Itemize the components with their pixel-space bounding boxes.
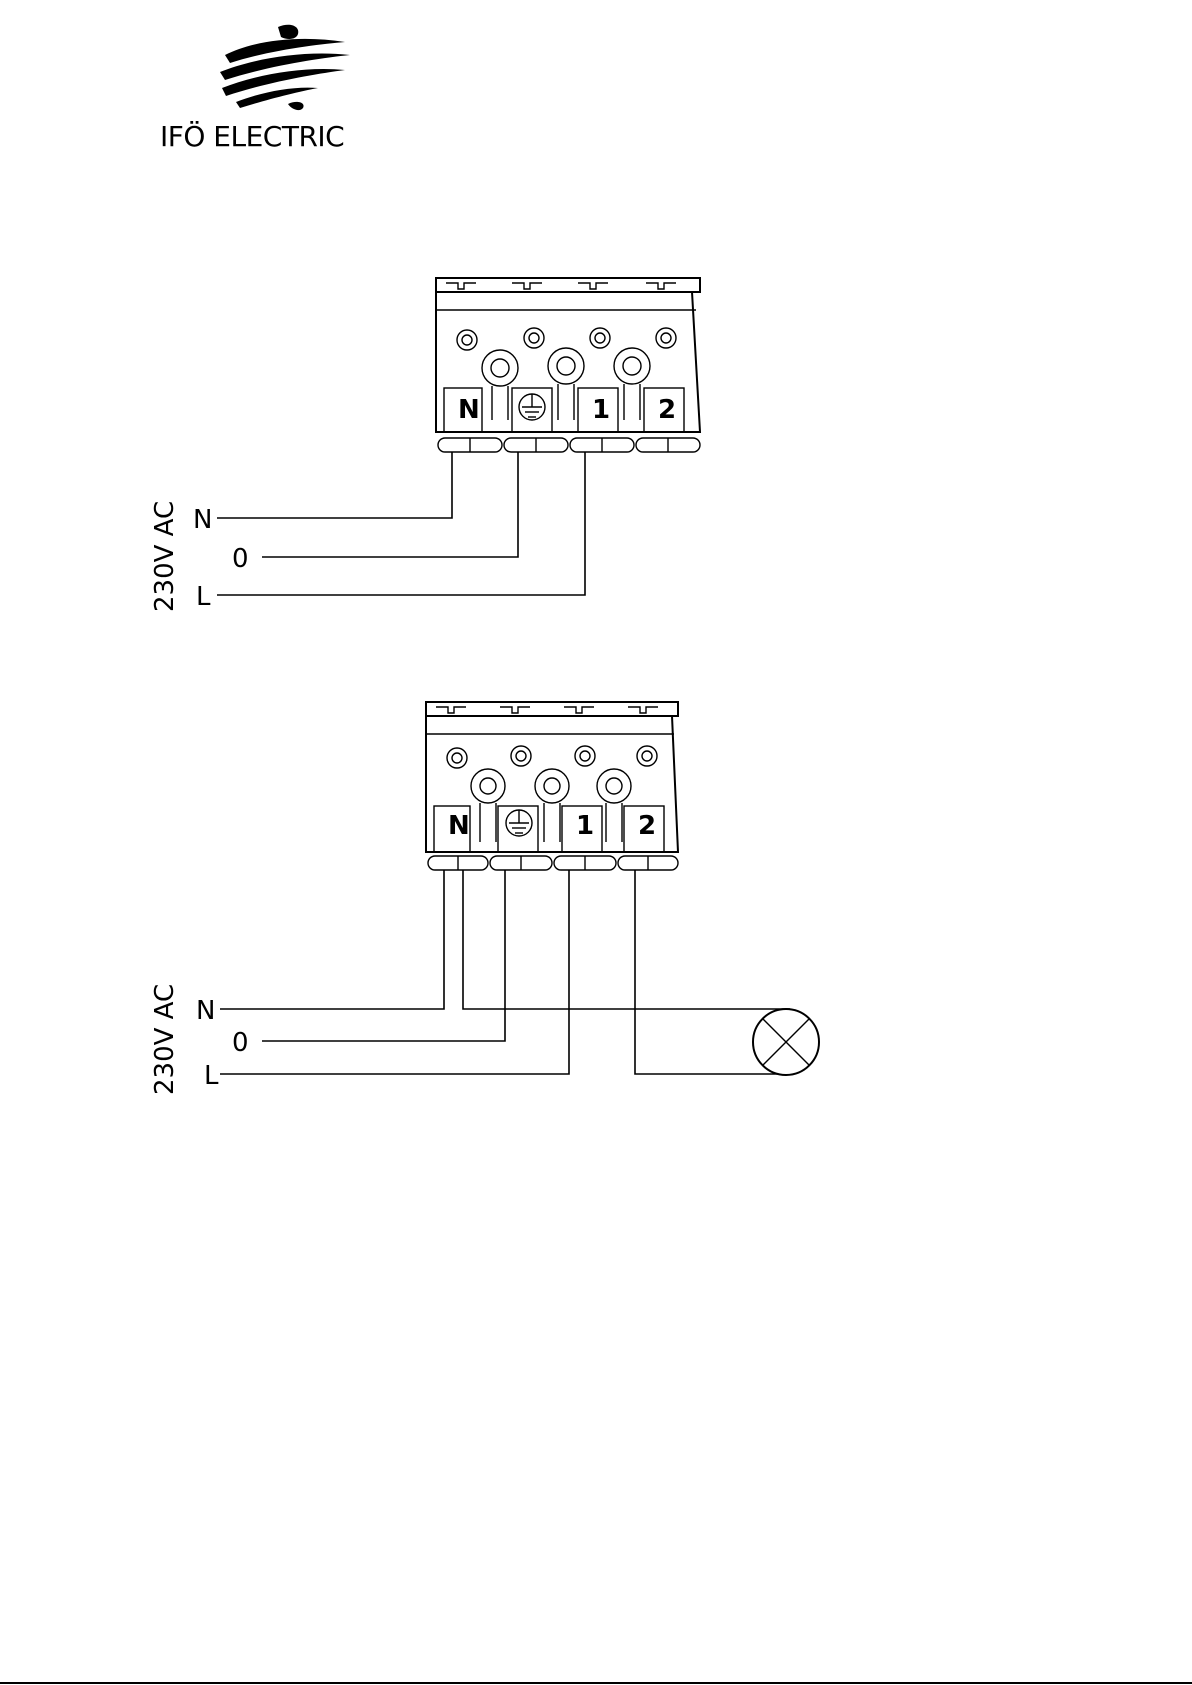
earth-ground-icon xyxy=(519,394,545,420)
wire-n-1 xyxy=(217,452,452,518)
terminal-label-2-2: 2 xyxy=(638,811,656,841)
terminal-block-2: N 1 2 xyxy=(426,702,678,870)
ifo-electric-logo: IFÖ ELECTRIC xyxy=(160,25,350,153)
terminal-label-n-2: N xyxy=(448,811,470,841)
line-label-l-2: L xyxy=(204,1061,219,1091)
supply-label-1: 230V AC xyxy=(150,501,180,612)
line-label-l-1: L xyxy=(196,582,211,612)
earth-ground-icon-2 xyxy=(506,810,532,836)
wire-0-2 xyxy=(262,870,505,1041)
wire-l-1 xyxy=(217,452,585,595)
supply-label-2: 230V AC xyxy=(150,984,180,1095)
wire-l-2 xyxy=(220,870,569,1074)
wire-0-1 xyxy=(262,452,518,557)
terminal-block-1: N 1 2 xyxy=(436,278,700,452)
line-label-0-2: 0 xyxy=(232,1028,249,1058)
line-label-n-1: N xyxy=(193,505,212,535)
wire-n-lamp-2 xyxy=(463,870,790,1009)
logo-wordmark: IFÖ ELECTRIC xyxy=(160,119,344,153)
terminal-label-1-2: 1 xyxy=(576,811,594,841)
wire-n-2 xyxy=(220,870,444,1009)
line-label-n-2: N xyxy=(196,996,215,1026)
terminal-label-n: N xyxy=(458,395,480,425)
logo-swoosh-icon xyxy=(220,25,350,110)
diagram-2-wires xyxy=(220,870,790,1074)
lamp-icon xyxy=(753,1009,819,1075)
diagram-1-wires xyxy=(217,452,585,595)
terminal-label-2: 2 xyxy=(658,395,676,425)
terminal-label-1: 1 xyxy=(592,395,610,425)
line-label-0-1: 0 xyxy=(232,544,249,574)
